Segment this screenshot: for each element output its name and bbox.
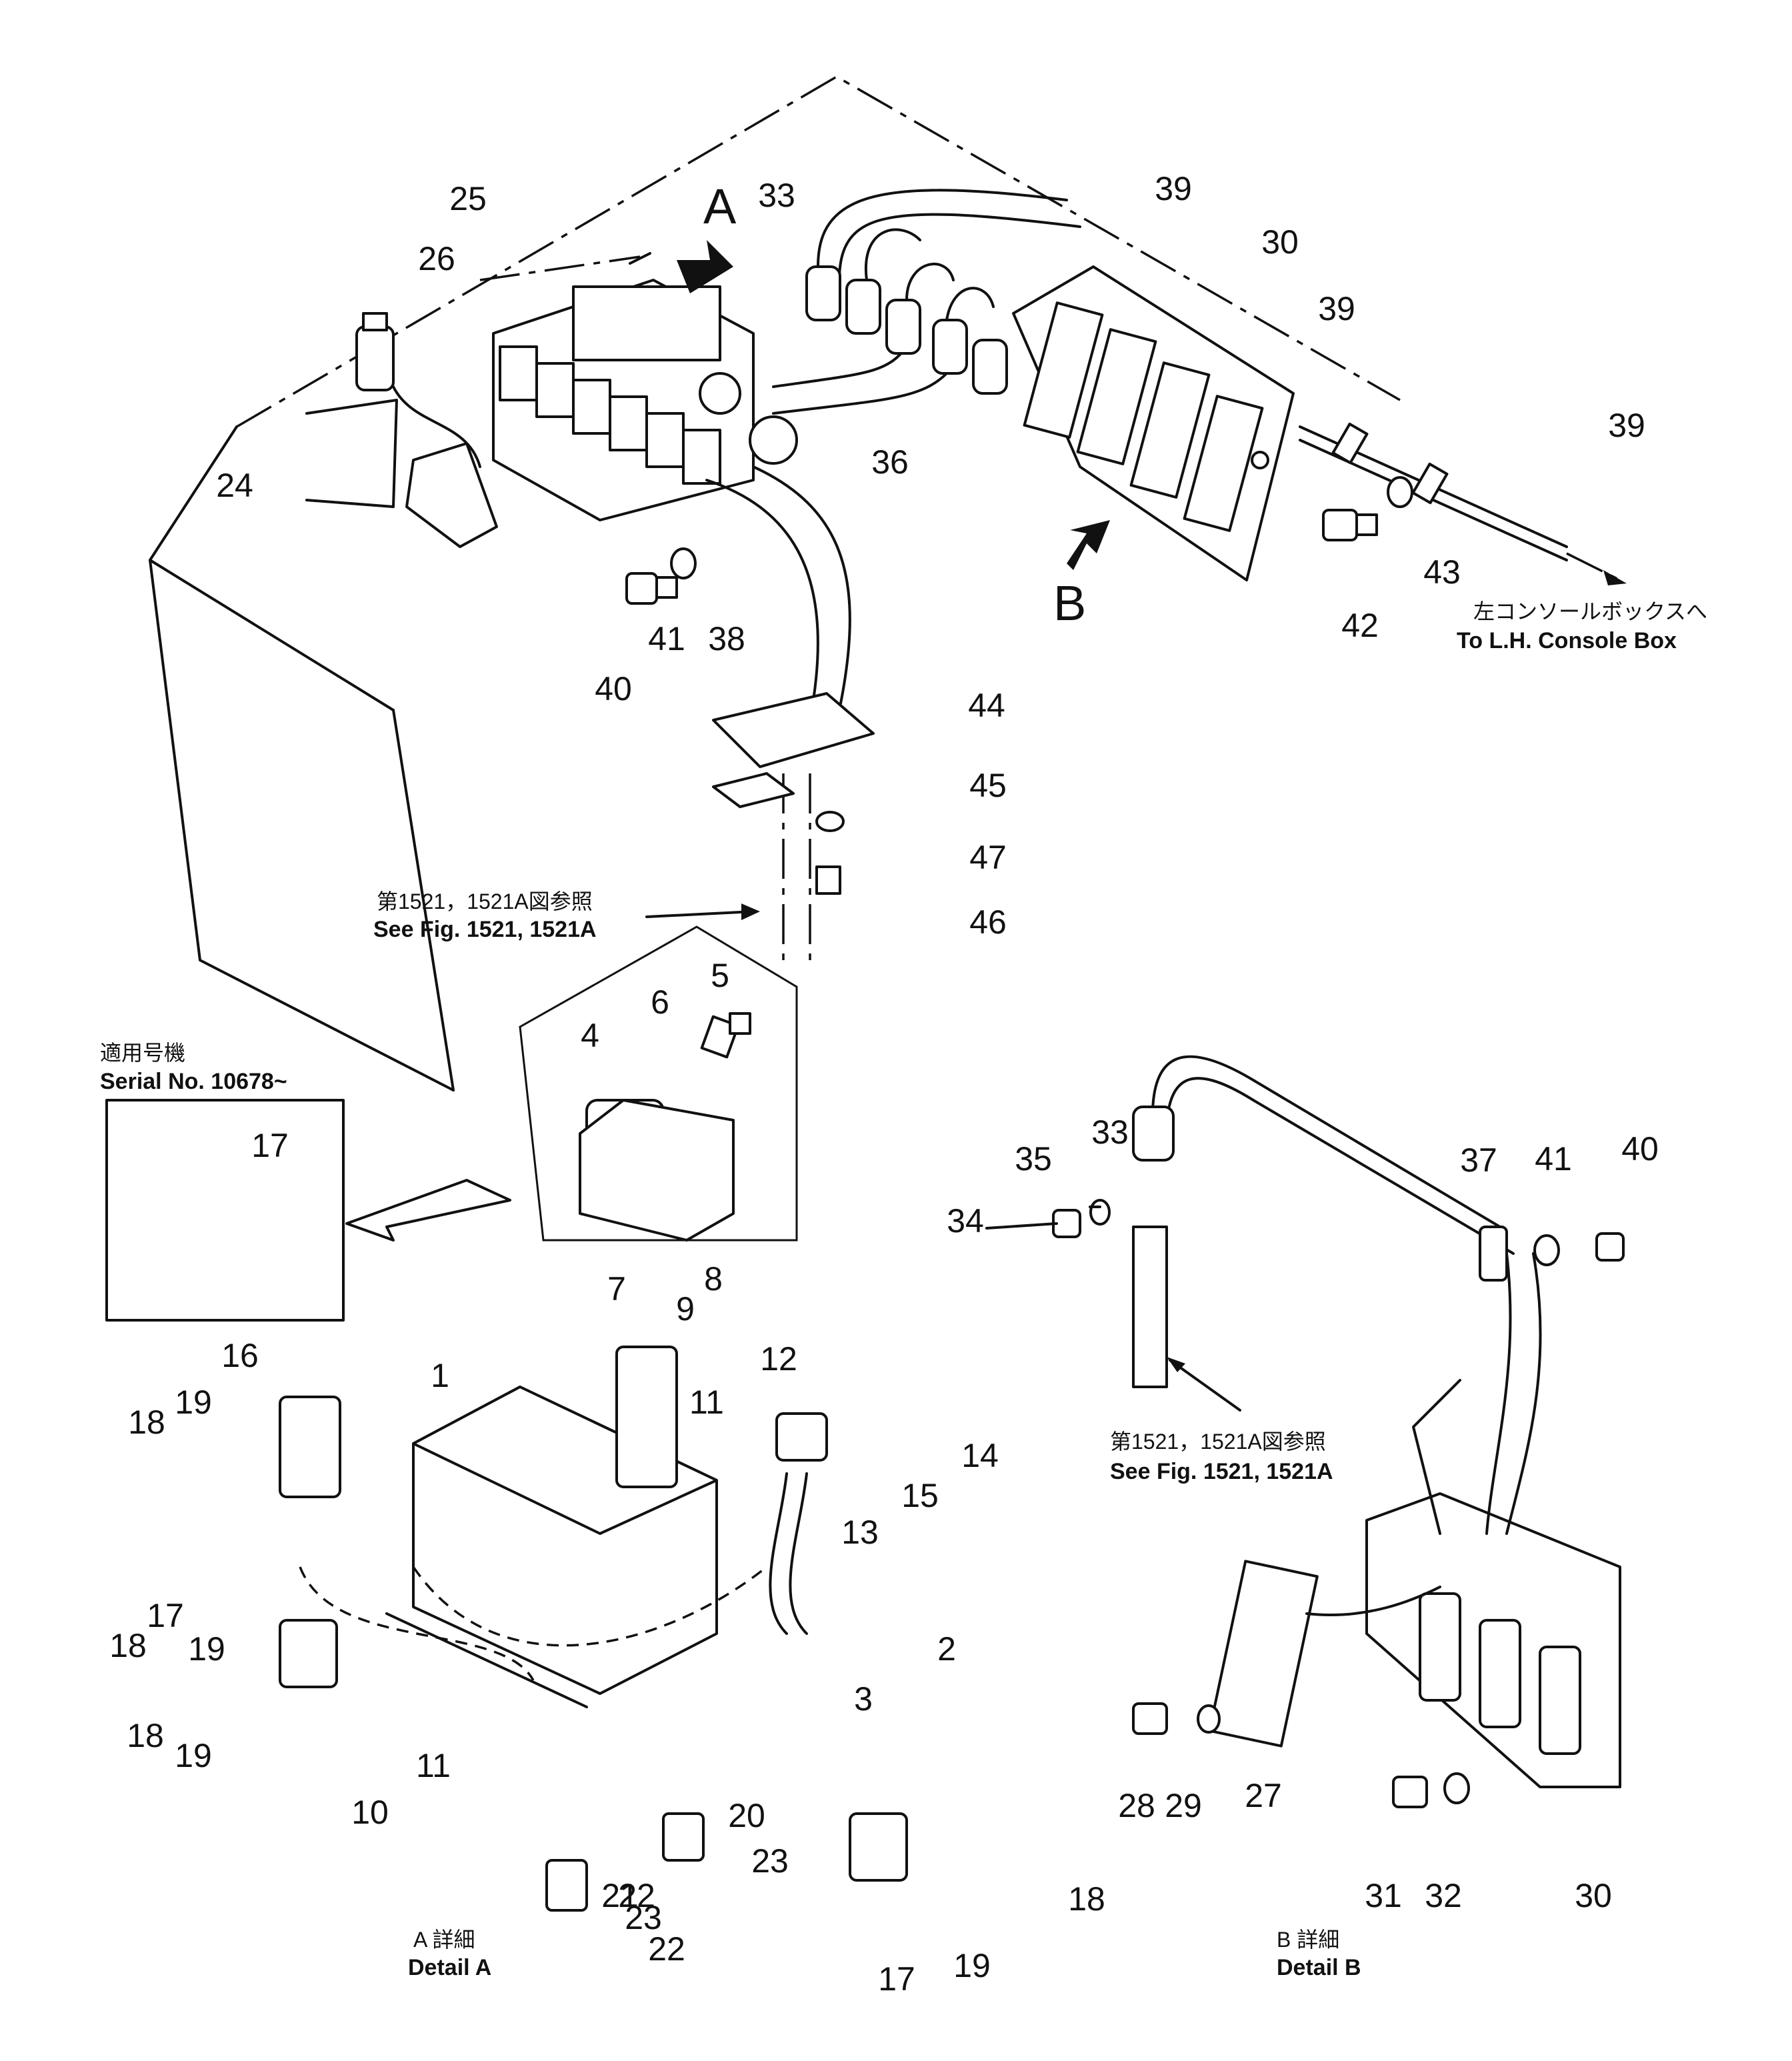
console-note-en: To L.H. Console Box (1457, 628, 1677, 653)
callout-12: 12 (760, 1340, 797, 1378)
callout-34: 34 (947, 1202, 984, 1240)
callout-19: 19 (953, 1947, 991, 1984)
callout-6: 6 (651, 983, 669, 1021)
switch-panel-top (1012, 265, 1295, 581)
callout-4: 4 (581, 1017, 599, 1054)
callout-33: 33 (758, 177, 795, 214)
callout-1: 1 (431, 1357, 449, 1394)
callout-11: 11 (416, 1747, 451, 1784)
callout-14: 14 (961, 1437, 999, 1474)
note-leaders (645, 903, 760, 920)
callout-24: 24 (216, 467, 253, 504)
callout-19: 19 (175, 1737, 212, 1774)
callout-30: 30 (1261, 223, 1299, 261)
callout-17: 17 (878, 1960, 915, 1998)
callout-29: 29 (1165, 1787, 1202, 1824)
serial-note-ja: 適用号機 (100, 1041, 185, 1065)
callout-41: 41 (1535, 1140, 1572, 1178)
view-b-label: B (1053, 575, 1086, 631)
callout-45: 45 (969, 767, 1007, 804)
callout-43: 43 (1423, 553, 1461, 591)
callout-39: 39 (1608, 407, 1645, 444)
callout-40: 40 (595, 670, 632, 707)
callout-22: 22 (618, 1877, 655, 1914)
callout-16: 16 (221, 1337, 259, 1374)
light-switch-assembly (305, 312, 498, 548)
callout-18: 18 (128, 1404, 165, 1441)
console-note-ja: 左コンソールボックスへ (1473, 599, 1707, 623)
fig-ref-note-ja-1: 第1521，1521A図参照 (377, 889, 593, 913)
callout-8: 8 (704, 1260, 723, 1298)
callout-32: 32 (1425, 1877, 1462, 1914)
callout-33: 33 (1091, 1114, 1129, 1151)
callout-27: 27 (1245, 1777, 1282, 1814)
callout-18: 18 (1068, 1880, 1105, 1918)
callout-15: 15 (901, 1477, 939, 1514)
callout-17: 17 (147, 1597, 184, 1634)
callout-3: 3 (854, 1680, 873, 1718)
callout-30: 30 (1575, 1877, 1612, 1914)
callout-41: 41 (648, 620, 685, 657)
callout-17: 17 (251, 1127, 289, 1164)
detail-b-note-en: Detail B (1277, 1955, 1361, 1980)
callout-31: 31 (1365, 1877, 1402, 1914)
detail-a-note-en: Detail A (408, 1955, 491, 1980)
callout-47: 47 (969, 839, 1007, 876)
relay-bank-assembly (492, 252, 798, 521)
callout-13: 13 (841, 1514, 879, 1551)
callout-11: 11 (689, 1384, 724, 1421)
callout-23: 23 (751, 1842, 789, 1880)
callout-25: 25 (449, 180, 487, 217)
callout-26: 26 (418, 240, 455, 277)
callout-18: 18 (109, 1627, 147, 1664)
callout-21: 21 (601, 1877, 639, 1914)
callout-2: 2 (937, 1630, 956, 1668)
callout-42: 42 (1341, 607, 1379, 644)
fasteners-upper (625, 476, 1413, 895)
fig-ref-note-en-1: See Fig. 1521, 1521A (373, 917, 597, 942)
callout-44: 44 (968, 687, 1005, 724)
callout-7: 7 (607, 1270, 626, 1308)
view-arrows (677, 240, 1110, 570)
callout-10: 10 (351, 1794, 389, 1831)
callout-19: 19 (188, 1630, 225, 1668)
callout-23: 23 (625, 1899, 662, 1936)
callout-20: 20 (728, 1797, 765, 1834)
callout-37: 37 (1460, 1142, 1497, 1179)
callout-35: 35 (1015, 1140, 1052, 1178)
detail-a-note-ja: A 詳細 (413, 1928, 475, 1952)
detail-b-note-ja: B 詳細 (1277, 1928, 1339, 1952)
callout-46: 46 (969, 903, 1007, 941)
callout-18: 18 (127, 1717, 164, 1754)
callout-28: 28 (1118, 1787, 1155, 1824)
callout-40: 40 (1621, 1130, 1659, 1168)
view-a-label: A (703, 179, 737, 234)
fig-ref-note-en-2: See Fig. 1521, 1521A (1110, 1459, 1333, 1484)
panel-connectors (805, 189, 1081, 395)
detail-a-drawing (105, 925, 908, 1912)
callout-19: 19 (175, 1384, 212, 1421)
serial-note-en: Serial No. 10678~ (100, 1069, 287, 1094)
callout-22: 22 (648, 1930, 685, 1968)
callout-39: 39 (1155, 170, 1192, 207)
main-harness (705, 345, 948, 960)
callout-38: 38 (708, 620, 745, 657)
callout-39: 39 (1318, 290, 1355, 327)
console-cable (1299, 422, 1627, 585)
labels: A B 左コンソールボックスへ To L.H. Console Box 第152… (100, 179, 1707, 1980)
callout-9: 9 (676, 1290, 695, 1328)
fig-ref-note-ja-2: 第1521，1521A図参照 (1110, 1430, 1326, 1454)
callout-36: 36 (871, 443, 909, 481)
callout-5: 5 (711, 957, 729, 994)
cab-outline (149, 75, 1401, 1092)
detail-b-drawing (985, 1055, 1625, 1808)
